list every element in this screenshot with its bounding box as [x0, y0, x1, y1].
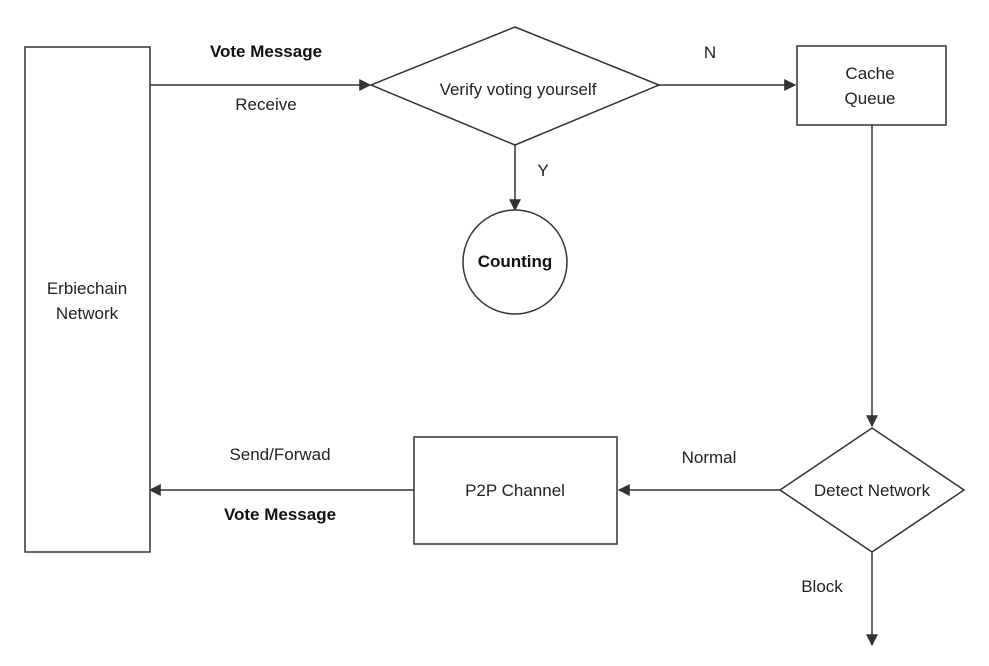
edge-label-vote-message-bottom: Vote Message — [224, 505, 336, 524]
p2p-channel-box — [413, 436, 618, 545]
erbiechain-network-box — [24, 46, 151, 553]
edge-label-block: Block — [801, 577, 843, 596]
cache-queue-box — [796, 45, 947, 126]
verify-voting-label: Verify voting yourself — [440, 80, 597, 99]
erbiechain-network-label-line2: Network — [56, 304, 119, 323]
edge-label-vote-message-top: Vote Message — [210, 42, 322, 61]
edge-label-send-forward: Send/Forwad — [229, 445, 330, 464]
edge-label-y: Y — [537, 161, 548, 180]
edge-label-receive: Receive — [235, 95, 296, 114]
counting-circle — [462, 209, 568, 315]
p2p-channel-label: P2P Channel — [465, 481, 565, 500]
cache-queue-label-line1: Cache — [845, 64, 894, 83]
detect-network-label: Detect Network — [814, 481, 931, 500]
edge-label-n: N — [704, 43, 716, 62]
cache-queue-label-line2: Queue — [844, 89, 895, 108]
edge-label-normal: Normal — [682, 448, 737, 467]
erbiechain-network-label-line1: Erbiechain — [47, 279, 127, 298]
counting-label: Counting — [478, 252, 553, 271]
